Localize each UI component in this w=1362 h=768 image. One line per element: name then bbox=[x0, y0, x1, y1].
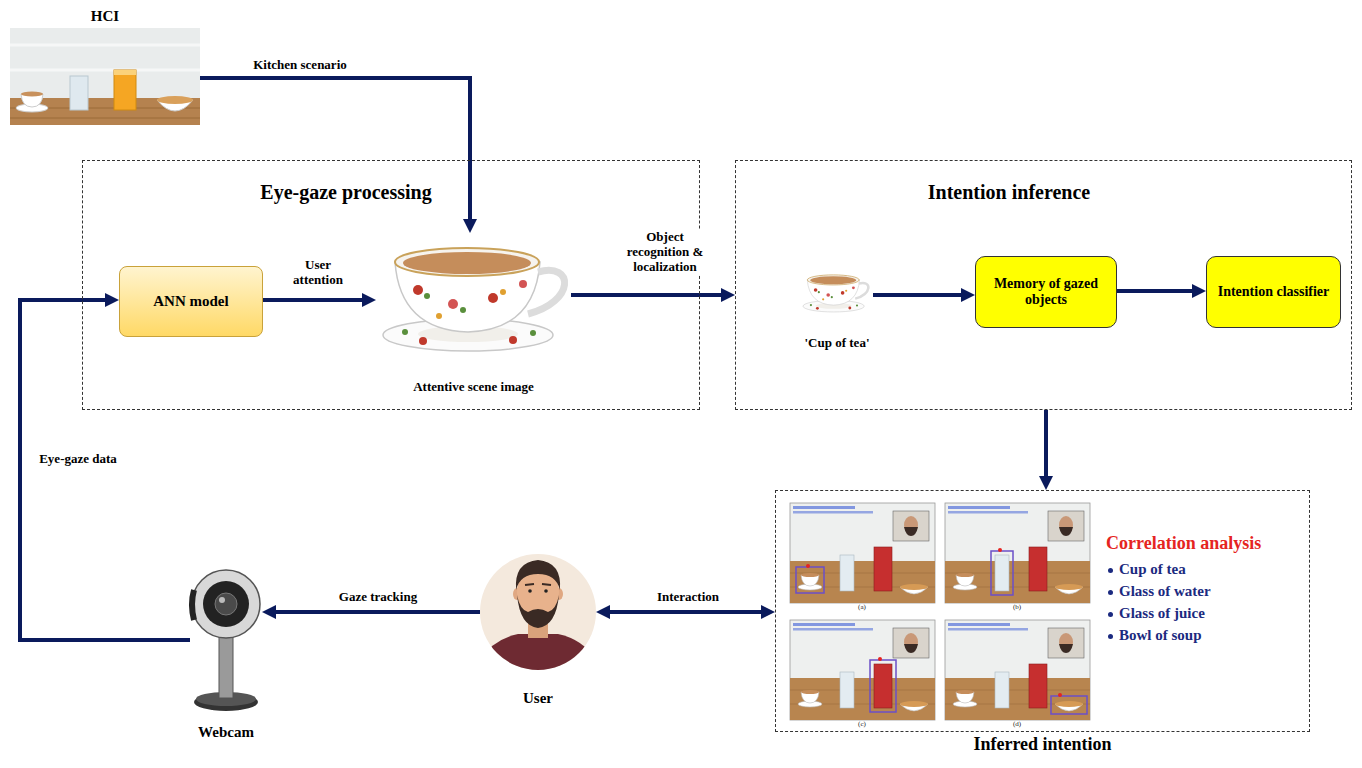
edge-label: Eye-gaze data bbox=[28, 452, 128, 467]
flow-arrow bbox=[20, 300, 190, 640]
group-title: Inferred intention bbox=[973, 734, 1111, 755]
panel-label: (a) bbox=[858, 604, 866, 612]
screenshot-panels bbox=[945, 503, 1090, 603]
kitchen-photo bbox=[114, 70, 136, 75]
screenshot-panels bbox=[790, 620, 935, 720]
kitchen-photo bbox=[70, 76, 88, 110]
bullet-dot bbox=[1108, 612, 1113, 617]
group-box: Eye-gaze processingANN modelAttentive sc… bbox=[82, 160, 700, 410]
webcam-art bbox=[192, 570, 260, 638]
webcam-art bbox=[219, 597, 225, 603]
kitchen-photo bbox=[21, 92, 43, 97]
user-avatar: User bbox=[480, 554, 596, 670]
flow-arrow bbox=[263, 298, 370, 302]
webcam-art bbox=[203, 581, 249, 627]
edge-label: Kitchen scenario bbox=[240, 58, 360, 73]
screenshot-panels bbox=[796, 567, 824, 593]
bullet-dot bbox=[1108, 590, 1113, 595]
flow-arrow bbox=[200, 78, 470, 227]
kitchen-photo bbox=[114, 70, 136, 110]
list-item: Glass of water bbox=[1119, 583, 1211, 600]
flow-arrow bbox=[1044, 410, 1048, 484]
kitchen-photo bbox=[10, 118, 200, 119]
screenshot-panels bbox=[806, 564, 810, 568]
screenshot-panels bbox=[870, 660, 896, 712]
box-label: ANN model bbox=[153, 293, 228, 310]
screenshot-panels bbox=[998, 548, 1002, 552]
screenshot-panels bbox=[1051, 696, 1087, 714]
panel-label: (d) bbox=[1013, 721, 1021, 729]
user-avatar-art bbox=[525, 584, 551, 585]
scene-image: Attentive scene image bbox=[376, 233, 571, 401]
image-caption: Attentive scene image bbox=[376, 380, 571, 395]
edge-label: Object recognition & localization bbox=[616, 230, 714, 275]
screenshot-panels bbox=[945, 620, 1090, 720]
group-box: Intention inference 'Cup of tea' Memory of… bbox=[735, 160, 1352, 410]
edge-label: User attention bbox=[287, 258, 349, 288]
user-avatar-art bbox=[476, 560, 600, 680]
flow-arrow bbox=[1117, 289, 1200, 293]
panel-label: (c) bbox=[858, 721, 866, 729]
bullet-dot bbox=[1108, 634, 1113, 639]
group-title: Eye-gaze processing bbox=[260, 181, 431, 204]
object-image: 'Cup of tea' bbox=[801, 266, 873, 328]
webcam-art bbox=[192, 590, 194, 620]
webcam-art bbox=[215, 593, 237, 615]
flow-arrow bbox=[571, 293, 729, 297]
tea-cup-thumb bbox=[803, 275, 868, 312]
process-box: Memory of gazed objects bbox=[975, 256, 1117, 328]
webcam-icon: Webcam bbox=[190, 556, 262, 718]
screenshot-panels bbox=[790, 503, 1090, 720]
avatar-caption: User bbox=[523, 690, 553, 707]
process-box: Intention classifier bbox=[1206, 256, 1341, 328]
flow-arrow bbox=[602, 610, 769, 614]
screenshot-panels bbox=[790, 503, 935, 603]
user-avatar-art bbox=[517, 595, 559, 628]
kitchen-photo bbox=[10, 44, 200, 47]
kitchen-photo bbox=[10, 28, 200, 125]
edge-label: Interaction bbox=[643, 590, 733, 605]
flow-arrow bbox=[873, 293, 969, 297]
group-title: Intention inference bbox=[928, 181, 1090, 204]
screenshot-panels bbox=[1058, 693, 1062, 697]
kitchen-photo bbox=[157, 96, 193, 104]
list-item: Glass of juice bbox=[1119, 605, 1205, 622]
image-title: HCI bbox=[91, 8, 119, 25]
user-avatar-art bbox=[476, 554, 600, 680]
tea-cup-image bbox=[383, 248, 565, 351]
user-avatar-art bbox=[516, 560, 560, 590]
kitchen-photo bbox=[10, 69, 200, 72]
scene-photo: HCI bbox=[10, 28, 200, 125]
analysis-title: Correlation analysis bbox=[1106, 533, 1261, 554]
box-label: Intention classifier bbox=[1218, 284, 1330, 300]
model-box: ANN model bbox=[119, 266, 263, 337]
result-box: Inferred intentionCorrelation analysisCu… bbox=[775, 490, 1310, 732]
box-label: Memory of gazed objects bbox=[984, 276, 1108, 308]
edge-label: Gaze tracking bbox=[323, 590, 433, 605]
bullet-dot bbox=[1108, 568, 1113, 573]
panel-label: (b) bbox=[1013, 604, 1021, 612]
kitchen-photo bbox=[10, 28, 200, 125]
tea-cup-image bbox=[383, 248, 565, 351]
screenshot-panels bbox=[878, 657, 882, 661]
user-avatar-art bbox=[528, 589, 532, 593]
screenshot-panels bbox=[991, 551, 1013, 595]
user-avatar-art bbox=[476, 634, 600, 680]
device-caption: Webcam bbox=[198, 724, 254, 741]
user-avatar-art bbox=[544, 589, 548, 593]
object-caption: 'Cup of tea' bbox=[805, 336, 870, 351]
list-item: Cup of tea bbox=[1119, 561, 1186, 578]
flow-arrow bbox=[268, 610, 480, 614]
list-item: Bowl of soup bbox=[1119, 627, 1202, 644]
webcam-art bbox=[219, 636, 233, 698]
webcam-art bbox=[192, 570, 260, 711]
tea-cup-thumb bbox=[803, 275, 868, 312]
